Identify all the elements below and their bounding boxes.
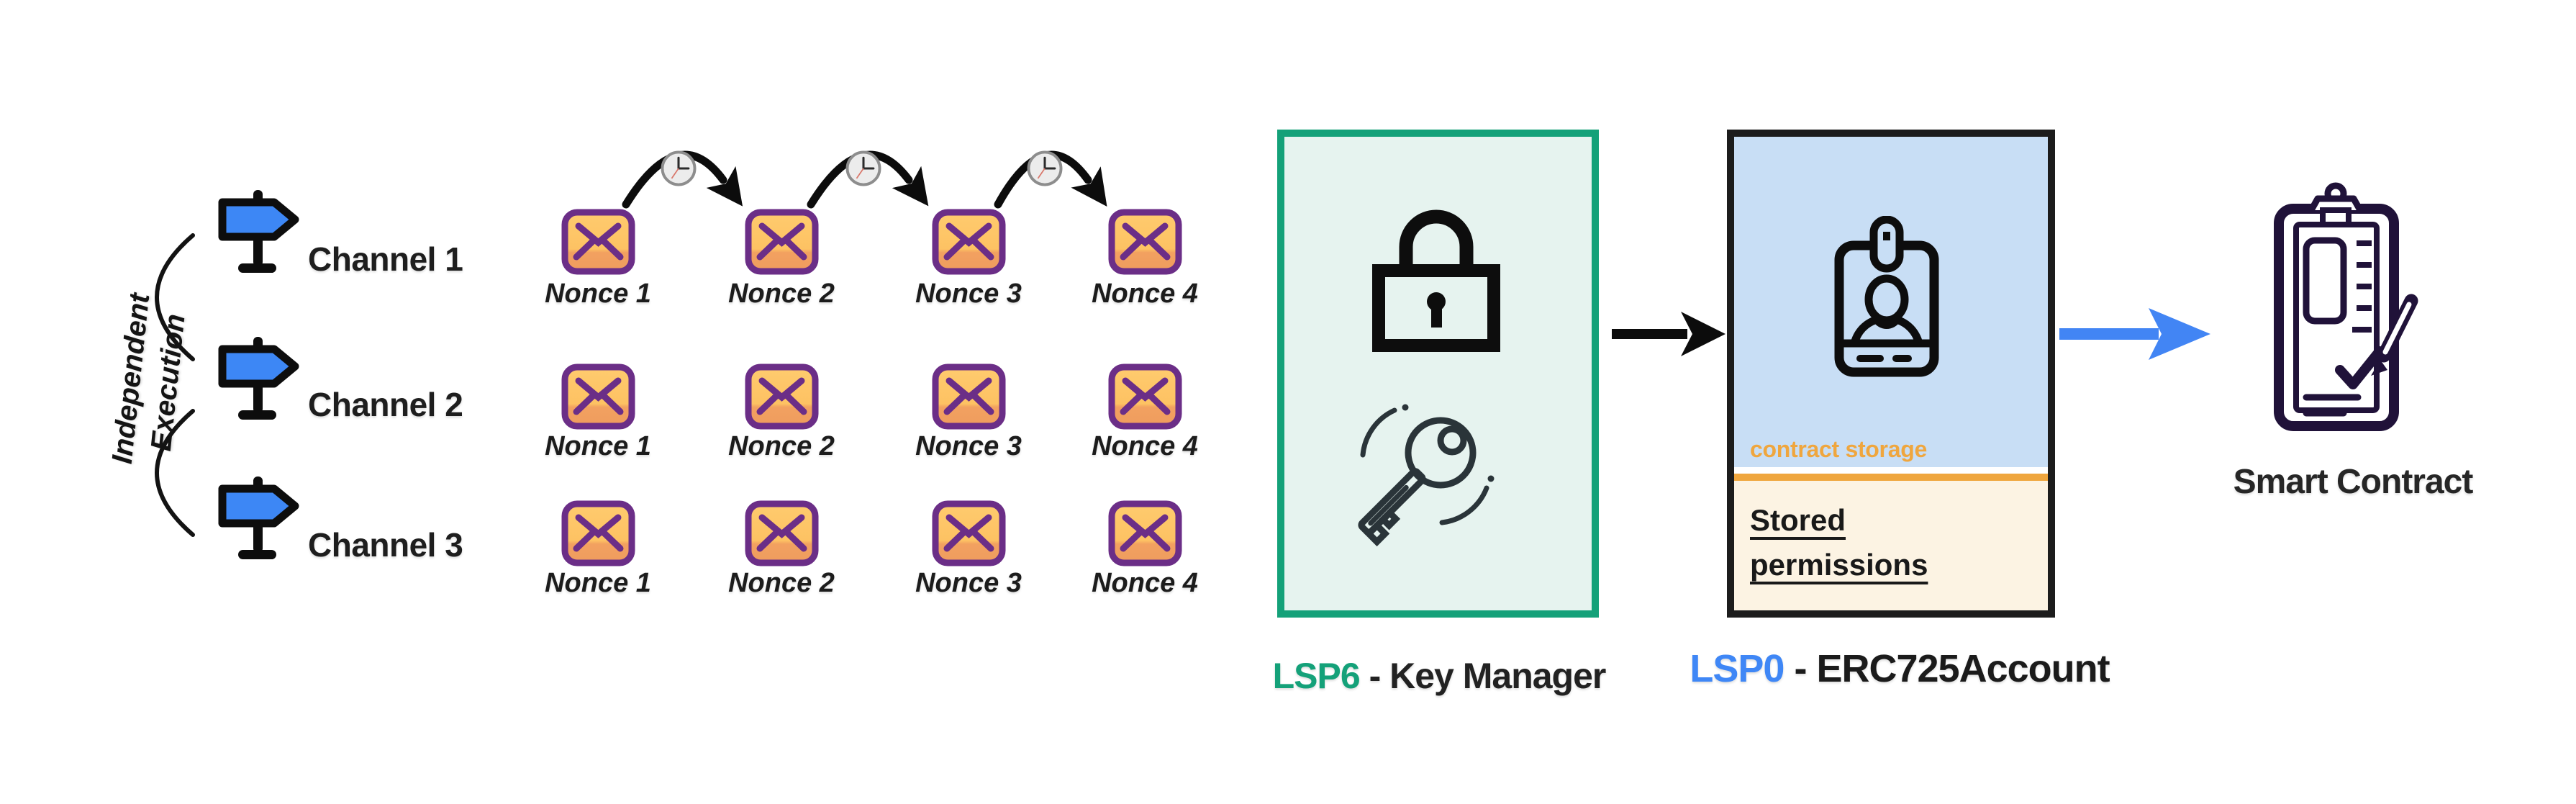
envelope-icon <box>561 209 635 275</box>
clock-icon <box>845 150 881 186</box>
envelope-icon <box>745 500 819 566</box>
signpost-icon <box>216 190 299 278</box>
key-icon <box>1358 404 1495 547</box>
nonce-label: Nonce 4 <box>1092 431 1198 461</box>
lsp0-tag: LSP0 <box>1690 647 1784 690</box>
contract-storage-label: contract storage <box>1750 436 1927 462</box>
channel-1-label: Channel 1 <box>308 240 463 278</box>
nonce-label: Nonce 2 <box>728 568 835 598</box>
lsp6-separator: - <box>1359 656 1390 696</box>
clipboard-icon <box>2274 182 2418 431</box>
nonce-label: Nonce 1 <box>545 431 651 461</box>
stored-permissions-line1: Stored <box>1750 503 1846 537</box>
envelope-icon <box>932 500 1006 566</box>
envelope-icon <box>932 209 1006 275</box>
stored-permissions-line2: permissions <box>1750 548 1928 582</box>
nonce-label: Nonce 3 <box>915 279 1022 309</box>
storage-divider <box>1734 474 2048 481</box>
envelope-icon <box>1108 363 1182 430</box>
curved-arrow <box>622 150 1107 209</box>
lsp0-name: ERC725Account <box>1816 647 2110 690</box>
smart-contract-caption: Smart Contract <box>2233 463 2474 501</box>
contract-storage-area: contract storage <box>1734 137 2048 467</box>
lsp0-separator: - <box>1784 647 1817 690</box>
independent-execution-label: Independent Execution <box>106 292 191 466</box>
nonce-label: Nonce 2 <box>728 431 835 461</box>
envelope-icon <box>561 500 635 566</box>
nonce-label: Nonce 2 <box>728 279 835 309</box>
envelope-icon <box>1108 500 1182 566</box>
signpost-icon <box>216 476 299 564</box>
arrow-right-icon <box>1612 312 1725 356</box>
clock-icon <box>1027 150 1063 186</box>
lsp0-caption: LSP0 - ERC725Account <box>1669 646 2130 691</box>
signpost-icon <box>216 337 299 425</box>
lsp6-name: Key Manager <box>1389 656 1606 696</box>
nonce-label: Nonce 1 <box>545 279 651 309</box>
nonce-label: Nonce 3 <box>915 568 1022 598</box>
lsp0-account-box: contract storage Stored permissions <box>1727 130 2055 618</box>
arrow-right-blue-icon <box>2059 308 2210 360</box>
clock-icon <box>661 150 697 186</box>
lsp6-caption: LSP6 - Key Manager <box>1209 655 1669 697</box>
nonce-label: Nonce 4 <box>1092 279 1198 309</box>
channel-3-label: Channel 3 <box>308 526 463 564</box>
envelope-icon <box>932 363 1006 430</box>
id-badge-icon <box>1834 216 1939 377</box>
nonce-label: Nonce 4 <box>1092 568 1198 598</box>
lock-icon <box>1372 209 1500 352</box>
envelope-icon <box>745 363 819 430</box>
lsp6-tag: LSP6 <box>1272 656 1361 696</box>
envelope-icon <box>745 209 819 275</box>
envelope-icon <box>561 363 635 430</box>
nonce-label: Nonce 3 <box>915 431 1022 461</box>
channel-2-label: Channel 2 <box>308 386 463 423</box>
envelope-icon <box>1108 209 1182 275</box>
nonce-label: Nonce 1 <box>545 568 651 598</box>
stored-permissions-area: Stored permissions <box>1734 481 2048 610</box>
